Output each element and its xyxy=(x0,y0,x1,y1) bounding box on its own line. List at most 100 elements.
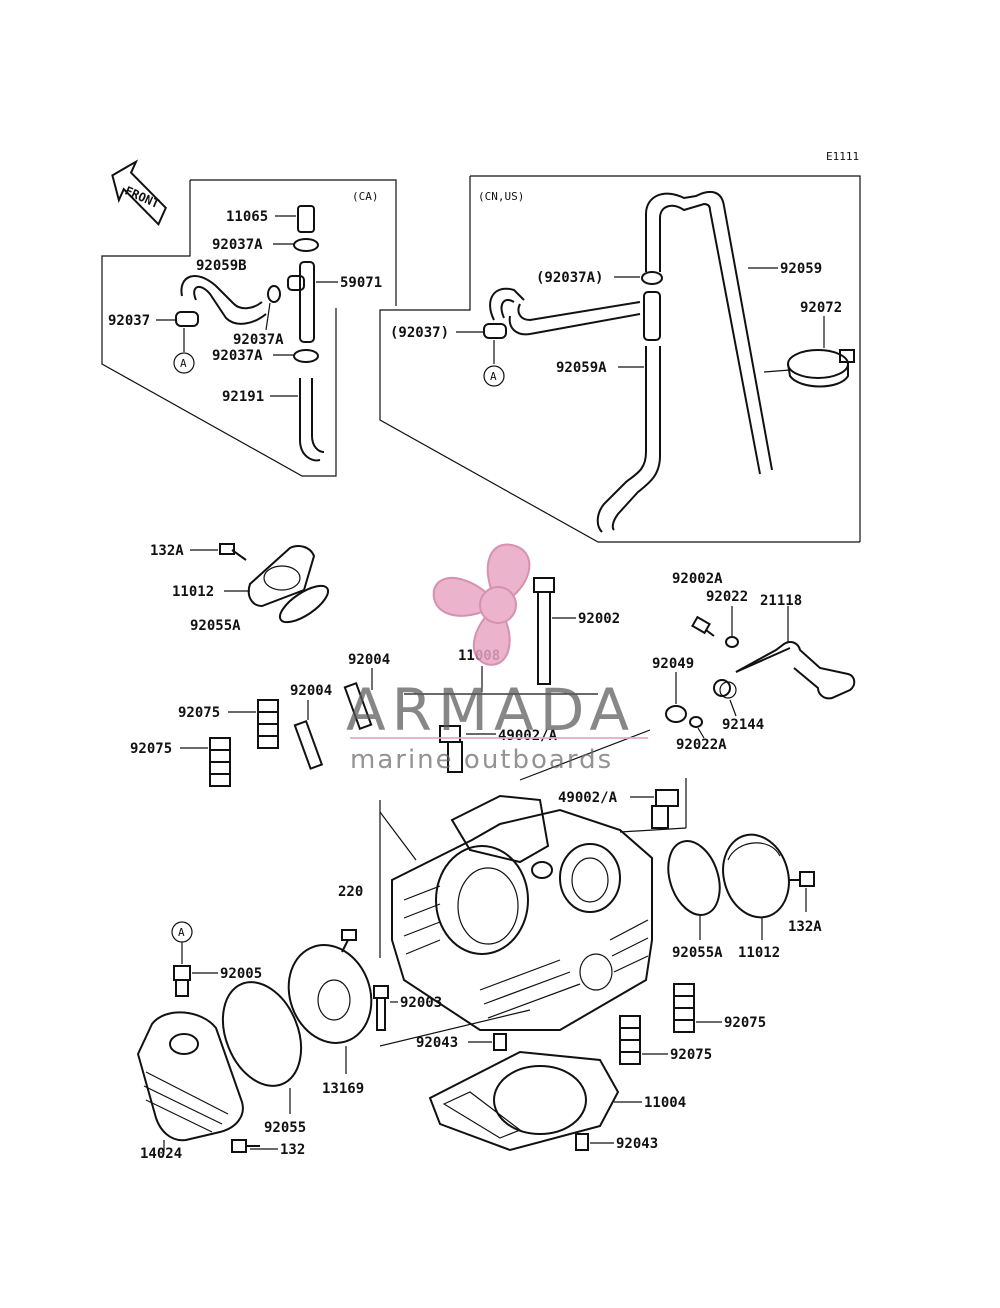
cylinder-head-icon xyxy=(391,794,653,1031)
label-21118: 21118 xyxy=(760,593,802,609)
clamp-icon xyxy=(293,238,319,252)
o-ring-icon xyxy=(221,981,303,1087)
spring-icon xyxy=(713,679,737,699)
label-92191: 92191 xyxy=(222,389,264,405)
label-92037: 92037 xyxy=(108,313,150,329)
label-92037A-paren: (92037A) xyxy=(536,270,603,286)
label-92075-2: 92075 xyxy=(130,741,172,757)
bolt-92003-icon xyxy=(373,985,389,1031)
hose-92191-icon xyxy=(299,378,321,462)
tappet-stack-icon xyxy=(673,983,695,1033)
valve-icon xyxy=(651,789,679,829)
washer-icon xyxy=(689,716,703,728)
dowel-icon xyxy=(575,1133,589,1151)
t-joint-59071-icon xyxy=(287,261,315,343)
label-13169: 13169 xyxy=(322,1081,364,1097)
tappet-stack-icon xyxy=(209,737,231,787)
region-cn-us: (CN,US) xyxy=(478,190,524,203)
tappet-stack-icon xyxy=(619,1015,641,1065)
callout-a xyxy=(173,352,195,374)
bolt-132a-icon xyxy=(788,871,815,887)
label-92059B: 92059B xyxy=(196,258,247,274)
label-11065: 11065 xyxy=(226,209,268,225)
bolt-92002-icon xyxy=(533,577,555,685)
label-220: 220 xyxy=(338,884,363,900)
label-92037A-2: 92037A xyxy=(233,332,284,348)
label-92002A: 92002A xyxy=(672,571,723,587)
label-14024: 14024 xyxy=(140,1146,182,1162)
clamp-icon xyxy=(641,271,663,285)
bolt-132a-icon xyxy=(219,543,247,561)
label-92003: 92003 xyxy=(400,995,442,1011)
propeller-logo-icon xyxy=(432,543,531,666)
clamp-icon xyxy=(175,311,199,327)
label-92049: 92049 xyxy=(652,656,694,672)
label-92022: 92022 xyxy=(706,589,748,605)
lever-21118-icon xyxy=(735,641,856,700)
label-92075-3: 92075 xyxy=(724,1015,766,1031)
front-arrow-icon: FRONT xyxy=(111,159,167,227)
stud-92004-icon xyxy=(293,719,324,770)
watermark: ARMADA marine outboards xyxy=(346,543,648,775)
callout-a-label: A xyxy=(490,370,497,383)
bolt-92002a-icon xyxy=(691,615,715,637)
label-11004: 11004 xyxy=(644,1095,686,1111)
cover-11012-icon xyxy=(247,545,316,608)
label-92022A: 92022A xyxy=(676,737,727,753)
label-92144: 92144 xyxy=(722,717,764,733)
label-92072: 92072 xyxy=(800,300,842,316)
fitting-92005-icon xyxy=(173,965,191,997)
hose-92059b-icon xyxy=(180,275,263,310)
cover-11012-icon xyxy=(722,833,790,919)
diagram-code: E1111 xyxy=(826,150,859,163)
tappet-stack-icon xyxy=(257,699,279,749)
hose-92059-icon xyxy=(645,190,773,471)
watermark-brand: ARMADA xyxy=(346,676,635,744)
o-ring-icon xyxy=(667,840,721,916)
hose-icon xyxy=(508,313,641,336)
label-92055A-2: 92055A xyxy=(672,945,723,961)
label-49002A-1: 49002/A xyxy=(498,728,558,744)
label-49002A-2: 49002/A xyxy=(558,790,618,806)
dowel-icon xyxy=(493,1033,507,1051)
o-ring-icon xyxy=(278,584,330,624)
valve-icon xyxy=(439,725,463,773)
seal-icon xyxy=(665,705,687,723)
label-92002: 92002 xyxy=(578,611,620,627)
watermark-tagline: marine outboards xyxy=(350,745,613,775)
hose-92059a-icon xyxy=(596,346,647,533)
region-ca: (CA) xyxy=(352,190,379,203)
label-92004-1: 92004 xyxy=(348,652,390,668)
plate-13169-icon xyxy=(287,944,373,1044)
label-92037A-1: 92037A xyxy=(212,237,263,253)
label-92037A-3: 92037A xyxy=(212,348,263,364)
hose-11065-icon xyxy=(297,205,315,233)
clamp-icon xyxy=(483,323,507,339)
label-92043-1: 92043 xyxy=(416,1035,458,1051)
label-92037-paren: (92037) xyxy=(390,325,449,341)
band-92072-icon xyxy=(787,349,855,388)
label-92075-4: 92075 xyxy=(670,1047,712,1063)
label-92043-2: 92043 xyxy=(616,1136,658,1152)
ca-inset: (CA) 11065 92037A 92059B 59071 92037A 92… xyxy=(101,179,397,477)
label-92059A: 92059A xyxy=(556,360,607,376)
label-92005: 92005 xyxy=(220,966,262,982)
bolt-icon xyxy=(341,929,357,953)
label-59071: 59071 xyxy=(340,275,382,291)
t-joint-icon xyxy=(643,291,661,341)
clamp-icon xyxy=(267,285,281,303)
label-132: 132 xyxy=(280,1142,305,1158)
bolt-132-icon xyxy=(231,1139,260,1153)
cn-us-inset: (CN,US) 92059 92072 (92037A) (92037) A xyxy=(379,175,861,543)
cover-14024-icon xyxy=(136,1011,244,1142)
label-11012-2: 11012 xyxy=(738,945,780,961)
label-92075-1: 92075 xyxy=(178,705,220,721)
label-132A-2: 132A xyxy=(788,919,822,935)
label-11012-1: 11012 xyxy=(172,584,214,600)
label-92055A-1: 92055A xyxy=(190,618,241,634)
label-92004-2: 92004 xyxy=(290,683,332,699)
callout-a-label: A xyxy=(178,926,185,939)
label-92059: 92059 xyxy=(780,261,822,277)
clamp-icon xyxy=(293,349,319,363)
